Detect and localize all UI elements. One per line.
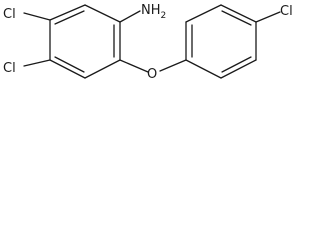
- bond-ring-right-bottom-right: [220, 59, 257, 79]
- left-benzene-ring: [49, 4, 121, 79]
- amine-subscript: 2: [161, 11, 167, 21]
- atom-label-cl-bottom-left: Cl: [3, 61, 16, 76]
- atom-label-cl-right: Cl: [280, 4, 293, 19]
- bond-ring-left-bottom-inner: [54, 56, 85, 73]
- bond-ring-right-top-left: [185, 4, 222, 23]
- bond-ring-right-top-right: [220, 4, 257, 23]
- atom-label-ether-oxygen: O: [147, 67, 157, 82]
- bond-ring-left-top-inner: [54, 10, 85, 25]
- bond-ring-left-top: [49, 4, 86, 21]
- bond-ring-right-top-right-inner: [221, 10, 252, 26]
- bond-ether-left: [119, 59, 149, 73]
- bond-cl-bottom-left: [23, 59, 51, 67]
- bond-ring-right-bottom-right-inner: [221, 56, 252, 73]
- amine-symbol: NH: [141, 3, 161, 18]
- bond-ring-left-bottom: [49, 59, 86, 79]
- bond-ether-right: [159, 59, 187, 72]
- bond-cl-right: [255, 11, 281, 23]
- structure-diagram: Cl Cl NH2 O Cl: [3, 3, 293, 82]
- atom-label-cl-top-left: Cl: [3, 7, 16, 22]
- bond-ring-left-right-bottom: [84, 59, 121, 79]
- bond-ring-left-right-top: [84, 4, 121, 23]
- bond-cl-top-left: [23, 12, 51, 21]
- bond-amine: [119, 10, 141, 23]
- atom-label-amine: NH2: [141, 3, 166, 21]
- right-benzene-ring: [185, 4, 257, 79]
- bond-ring-right-bottom-left: [185, 59, 222, 79]
